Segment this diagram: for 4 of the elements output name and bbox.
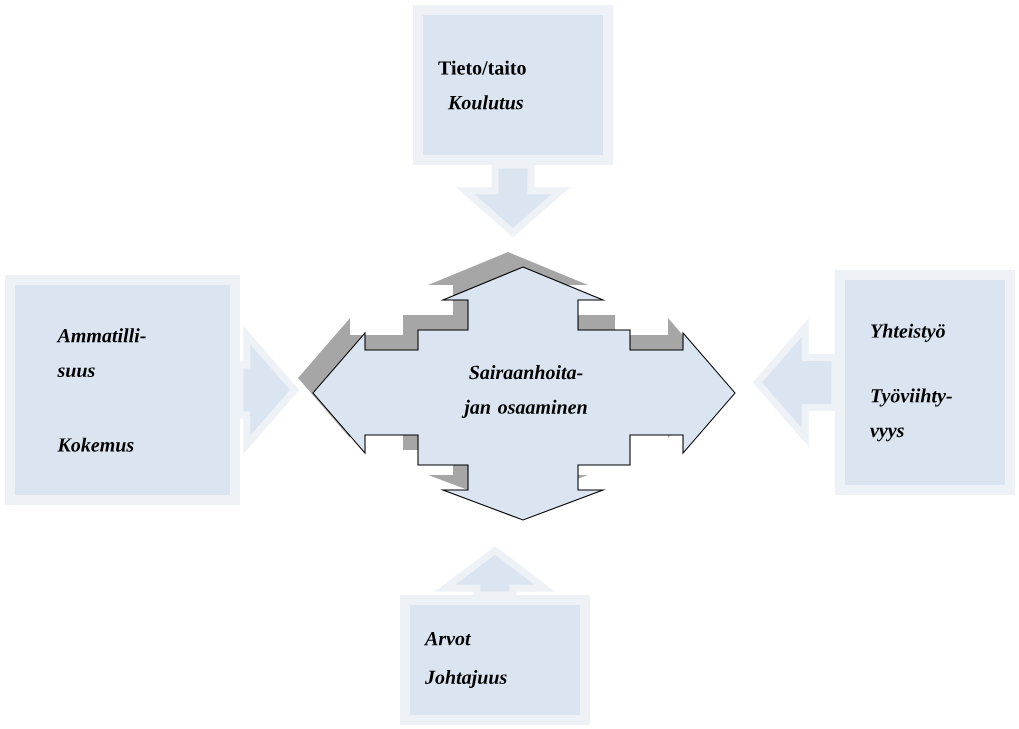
text-box: Ammatilli- suus Kokemus: [5, 275, 240, 505]
text-box: Arvot Johtajuus: [400, 595, 590, 725]
text-box: Yhteistyö Työviihty- vyys: [835, 270, 1015, 495]
text-box: Tieto/taito Koulutus: [413, 5, 613, 165]
